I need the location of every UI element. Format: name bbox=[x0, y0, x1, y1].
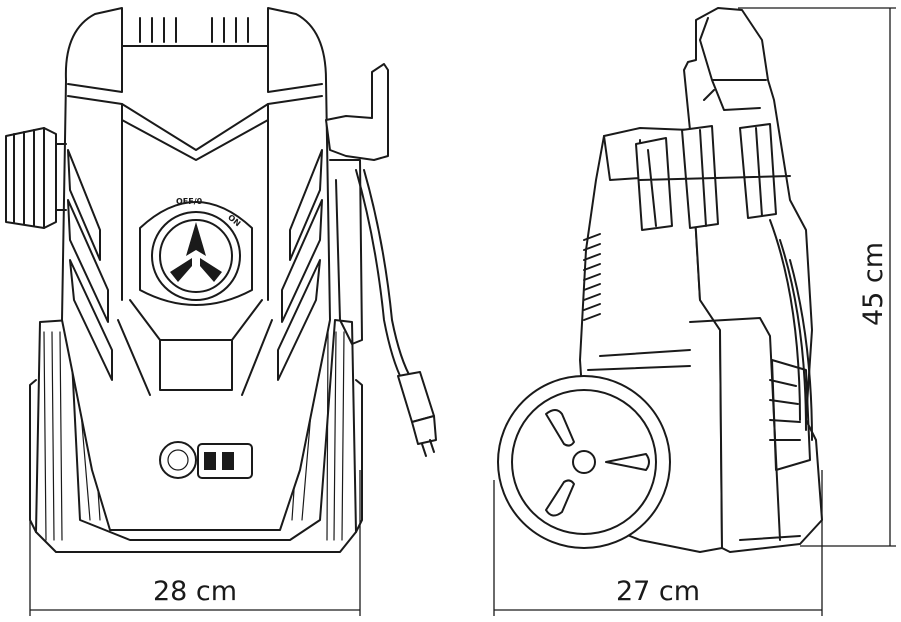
side-handle-inner-lines bbox=[699, 17, 767, 111]
side-depth-label: 27 cm bbox=[616, 576, 700, 607]
side-handle bbox=[683, 7, 823, 553]
side-base-line bbox=[689, 317, 801, 541]
wheel-hub bbox=[572, 450, 596, 474]
front-right-wheel-pod bbox=[355, 379, 363, 533]
front-left-side-grips bbox=[67, 149, 113, 381]
front-top-vents bbox=[139, 17, 249, 43]
power-cord-inner bbox=[355, 169, 405, 385]
height-label: 45 cm bbox=[858, 242, 889, 326]
front-top-shoulder-lines bbox=[67, 45, 323, 105]
power-switch-right bbox=[222, 452, 234, 470]
knob-off-label: OFF/0 bbox=[176, 197, 203, 206]
front-right-side-grips bbox=[277, 149, 323, 381]
front-left-wheel-pod bbox=[29, 379, 37, 533]
front-knob-housing bbox=[139, 201, 253, 306]
wheel-spokes-icon bbox=[545, 409, 650, 517]
front-cord-hook bbox=[325, 63, 389, 161]
power-cord bbox=[363, 169, 413, 381]
side-view bbox=[497, 7, 823, 553]
side-vent-slats bbox=[583, 233, 601, 321]
wheel-rim bbox=[511, 389, 657, 535]
dimension-width-front: 28 cm bbox=[29, 470, 361, 616]
water-inlet-inner bbox=[167, 449, 189, 471]
front-chevron-panel bbox=[121, 103, 269, 301]
knob-trident-icon bbox=[170, 222, 222, 282]
side-hose-clamps bbox=[635, 123, 791, 231]
front-width-label: 28 cm bbox=[153, 576, 237, 607]
water-inlet-connector bbox=[159, 441, 197, 479]
side-front-ribs bbox=[769, 219, 813, 471]
front-view: OFF/0 ON bbox=[5, 7, 437, 553]
power-plug bbox=[397, 371, 437, 457]
dimension-height: 45 cm bbox=[738, 7, 896, 547]
dimension-depth-side: 27 cm bbox=[493, 470, 823, 616]
power-switch-left bbox=[204, 452, 216, 470]
front-center-lower-panel bbox=[117, 299, 273, 396]
front-hook-bracket bbox=[329, 159, 363, 345]
front-left-reel-ribs bbox=[13, 127, 67, 229]
